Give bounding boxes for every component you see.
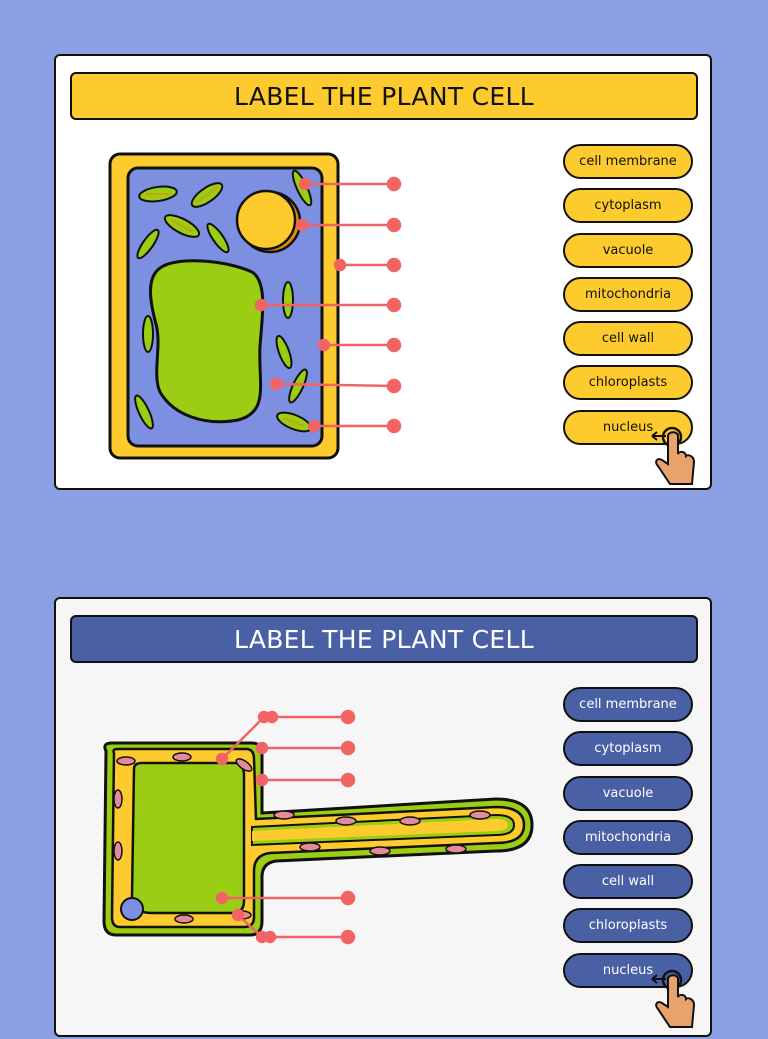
chloroplasts-group bbox=[138, 182, 312, 433]
pointer-lines-1 bbox=[254, 176, 402, 434]
pointer-dot bbox=[386, 176, 402, 192]
plant-cell-diagram-1 bbox=[108, 152, 402, 460]
slide-1-title: LABEL THE PLANT CELL bbox=[70, 72, 698, 120]
label-chloroplasts[interactable]: chloroplasts bbox=[563, 908, 693, 944]
mitochondria-group bbox=[134, 169, 313, 430]
organelles-group bbox=[113, 752, 491, 924]
label-mitochondria[interactable]: mitochondria bbox=[563, 276, 693, 312]
label-cell-wall[interactable]: cell wall bbox=[563, 321, 693, 357]
label-list-2: cell membrane cytoplasm vacuole mitochon… bbox=[563, 687, 695, 997]
slide-1: LABEL THE PLANT CELL bbox=[54, 54, 712, 490]
slide-2-title: LABEL THE PLANT CELL bbox=[70, 615, 698, 663]
label-cytoplasm[interactable]: cytoplasm bbox=[563, 731, 693, 767]
label-cell-wall[interactable]: cell wall bbox=[563, 864, 693, 900]
label-mitochondria[interactable]: mitochondria bbox=[563, 819, 693, 855]
nucleus-shape bbox=[120, 897, 144, 921]
slide-2: LABEL THE PLANT CELL bbox=[54, 597, 712, 1037]
label-cytoplasm[interactable]: cytoplasm bbox=[563, 188, 693, 224]
vacuole-shape bbox=[149, 259, 265, 424]
label-cell-membrane[interactable]: cell membrane bbox=[563, 687, 693, 722]
pointer-lines-2 bbox=[215, 709, 356, 945]
nucleus-shape bbox=[235, 189, 297, 251]
label-nucleus[interactable]: nucleus bbox=[563, 409, 693, 445]
label-nucleus[interactable]: nucleus bbox=[563, 952, 693, 988]
root-hair-cell-diagram bbox=[102, 709, 534, 945]
label-list-1: cell membrane cytoplasm vacuole mitochon… bbox=[563, 144, 695, 454]
label-chloroplasts[interactable]: chloroplasts bbox=[563, 365, 693, 401]
label-cell-membrane[interactable]: cell membrane bbox=[563, 144, 693, 179]
label-vacuole[interactable]: vacuole bbox=[563, 775, 693, 811]
vacuole-shape bbox=[130, 761, 246, 915]
label-vacuole[interactable]: vacuole bbox=[563, 232, 693, 268]
